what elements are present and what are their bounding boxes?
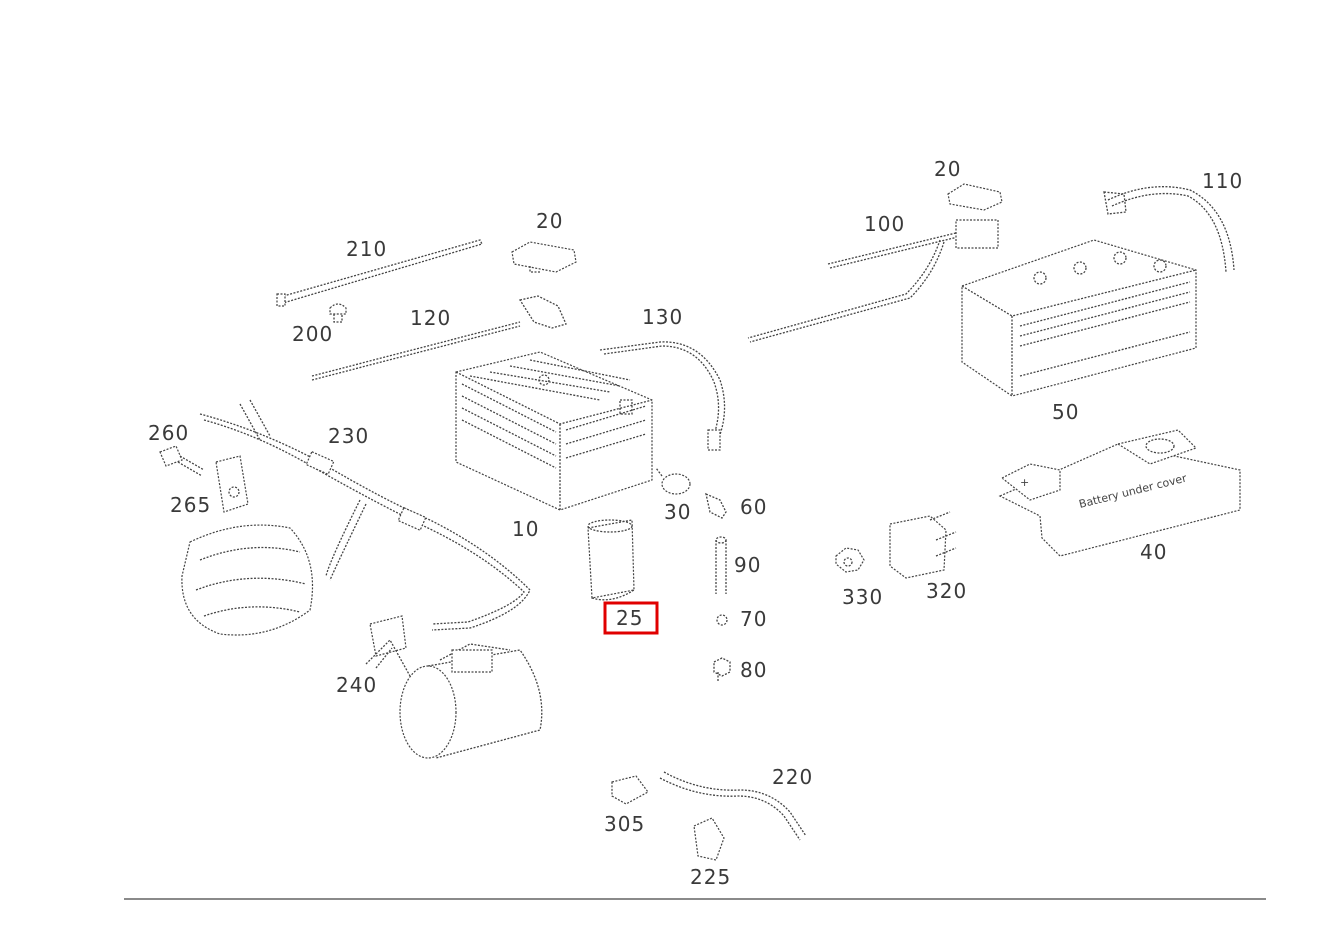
label-70[interactable]: 70	[740, 607, 767, 631]
part-320-relay[interactable]	[889, 511, 957, 579]
label-25[interactable]: 25	[616, 606, 643, 630]
label-260[interactable]: 260	[148, 421, 189, 445]
label-210[interactable]: 210	[346, 237, 387, 261]
label-200[interactable]: 200	[292, 322, 333, 346]
part-110-cable[interactable]	[1103, 186, 1235, 273]
label-100[interactable]: 100	[864, 212, 905, 236]
label-30[interactable]: 30	[664, 500, 691, 524]
part-225-bracket[interactable]	[693, 817, 725, 861]
label-20-left[interactable]: 20	[536, 209, 563, 233]
part-230-harness[interactable]	[199, 399, 531, 631]
label-80[interactable]: 80	[740, 658, 767, 682]
part-210-cable-tie[interactable]	[276, 239, 483, 307]
part-220-cable[interactable]	[659, 771, 807, 841]
part-120-cable[interactable]	[311, 295, 567, 381]
starter-motor	[399, 643, 543, 759]
label-330[interactable]: 330	[842, 585, 883, 609]
part-25-sleeve[interactable]	[587, 519, 635, 601]
part-100-cable[interactable]	[747, 219, 999, 343]
highlight-box-25	[603, 601, 659, 635]
label-120[interactable]: 120	[410, 306, 451, 330]
part-265-clamp[interactable]	[215, 455, 249, 513]
label-50[interactable]: 50	[1052, 400, 1079, 424]
part-60-screw[interactable]	[705, 492, 727, 519]
label-40[interactable]: 40	[1140, 540, 1167, 564]
part-200-clip[interactable]	[329, 303, 347, 323]
part-20-cover-right[interactable]	[947, 183, 1003, 211]
part-90-sleeve[interactable]	[715, 536, 727, 594]
part-305-connector[interactable]	[611, 775, 649, 805]
part-260-bolt[interactable]	[159, 445, 205, 477]
label-20-right[interactable]: 20	[934, 157, 961, 181]
part-330-nut[interactable]	[835, 547, 865, 573]
label-110[interactable]: 110	[1202, 169, 1243, 193]
label-265[interactable]: 265	[170, 493, 211, 517]
part-20-cover-left[interactable]	[511, 241, 577, 273]
label-90[interactable]: 90	[734, 553, 761, 577]
label-220[interactable]: 220	[772, 765, 813, 789]
part-50-battery[interactable]	[961, 239, 1197, 397]
plus-symbol: +	[1020, 476, 1029, 489]
label-320[interactable]: 320	[926, 579, 967, 603]
label-240[interactable]: 240	[336, 673, 377, 697]
label-60[interactable]: 60	[740, 495, 767, 519]
part-40-battery-cover[interactable]: + Battery under cover	[998, 429, 1241, 557]
part-30-nut[interactable]	[655, 467, 691, 495]
part-240-bracket[interactable]	[365, 615, 411, 677]
part-80-clip[interactable]	[713, 657, 731, 682]
label-230[interactable]: 230	[328, 424, 369, 448]
part-70-nut[interactable]	[716, 614, 728, 626]
alternator	[181, 524, 313, 636]
label-130[interactable]: 130	[642, 305, 683, 329]
part-10-module-box[interactable]	[455, 351, 653, 511]
part-130-cable[interactable]	[599, 341, 726, 451]
label-10[interactable]: 10	[512, 517, 539, 541]
label-305[interactable]: 305	[604, 812, 645, 836]
label-225[interactable]: 225	[690, 865, 731, 889]
